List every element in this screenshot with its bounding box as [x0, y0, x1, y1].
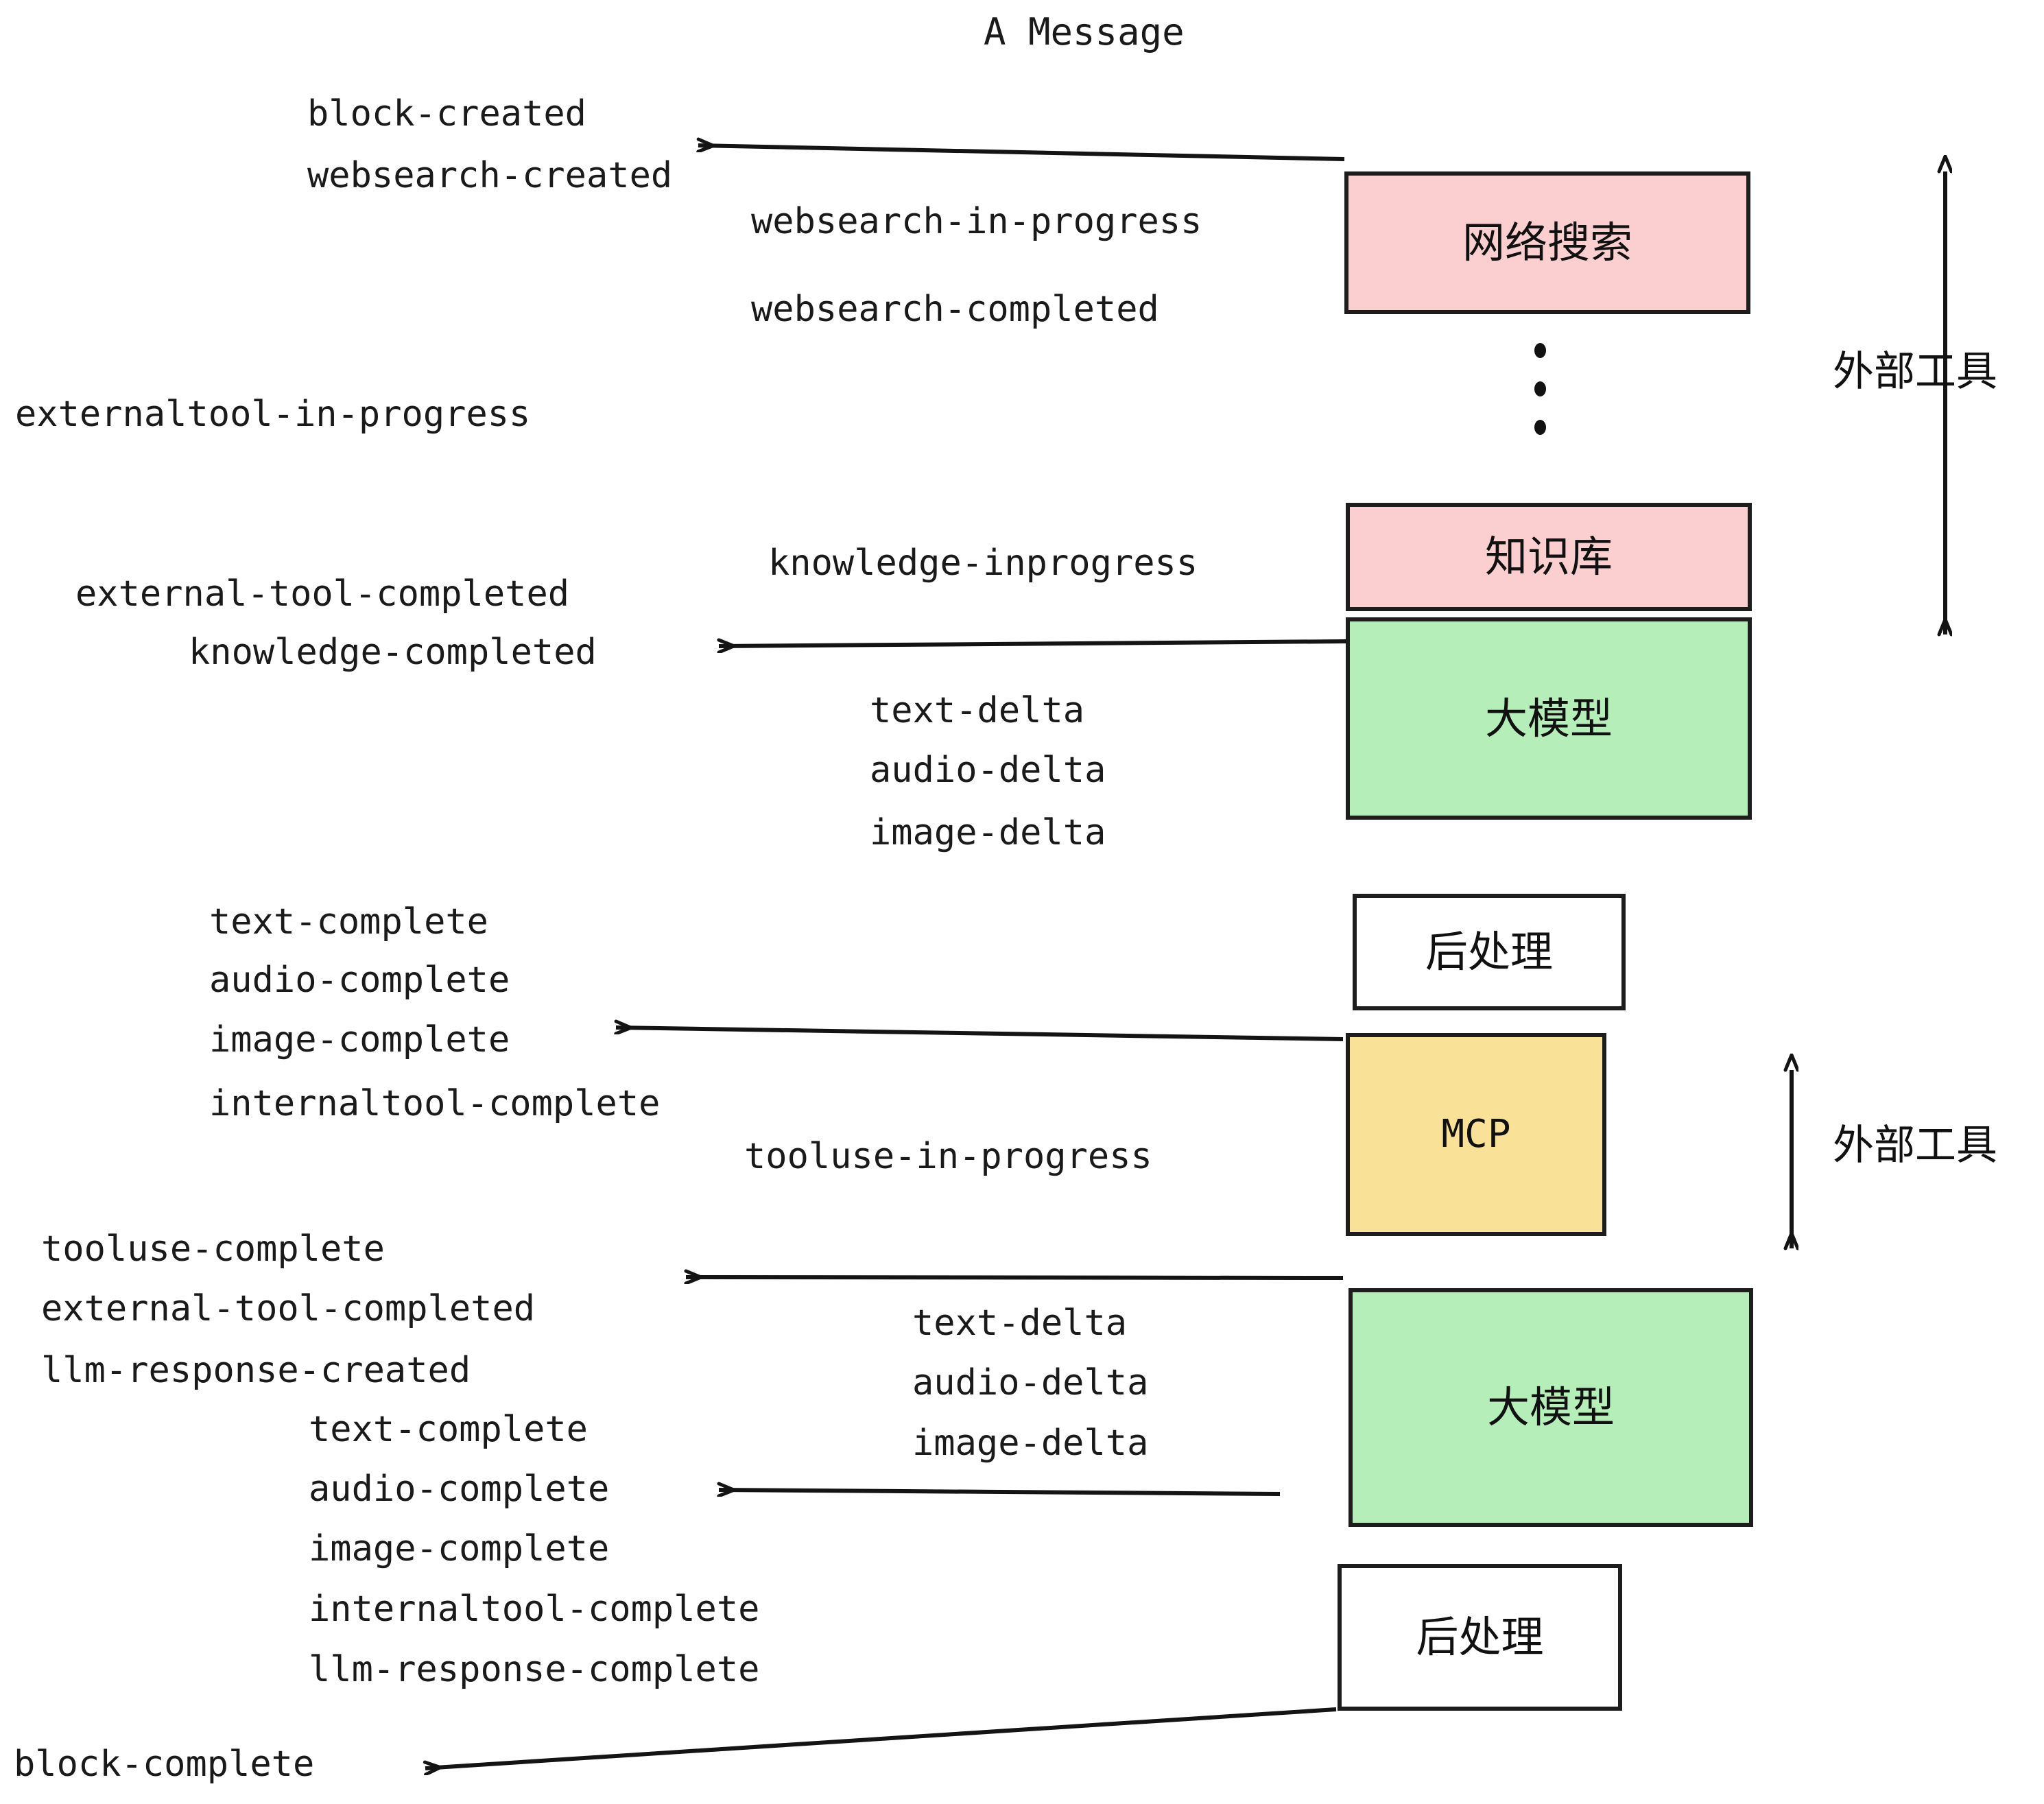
event-llm-response-created: llm-response-created — [41, 1350, 471, 1391]
event-text-complete-2: text-complete — [309, 1409, 588, 1450]
node-postprocess-top-label: 后处理 — [1425, 927, 1553, 977]
event-externaltool-in-progress: externaltool-in-progress — [15, 394, 531, 435]
label-external-tools-top: 外部工具 — [1833, 348, 1997, 396]
node-postprocess-top[interactable]: 后处理 — [1353, 894, 1626, 1010]
event-audio-complete-2: audio-complete — [309, 1469, 610, 1510]
ellipsis-dots — [1534, 343, 1546, 435]
event-knowledge-inprogress: knowledge-inprogress — [768, 543, 1198, 584]
node-websearch[interactable]: 网络搜索 — [1344, 171, 1750, 314]
event-internaltool-complete-2: internaltool-complete — [309, 1589, 760, 1630]
arrow-mcp-to-tooluse-complete — [686, 1277, 1344, 1278]
event-text-delta-2: text-delta — [912, 1303, 1128, 1344]
event-block-created: block-created — [307, 93, 586, 134]
node-llm-top[interactable]: 大模型 — [1346, 617, 1752, 820]
event-image-delta-2: image-delta — [912, 1423, 1149, 1464]
node-postprocess-bottom-label: 后处理 — [1416, 1612, 1544, 1662]
event-block-complete: block-complete — [14, 1744, 315, 1785]
event-llm-response-complete: llm-response-complete — [309, 1649, 760, 1690]
node-knowledge-label: 知识库 — [1484, 532, 1613, 582]
event-external-tool-completed-1: external-tool-completed — [75, 573, 570, 615]
event-image-delta-1: image-delta — [870, 812, 1106, 853]
event-knowledge-completed: knowledge-completed — [189, 632, 597, 673]
event-text-delta-1: text-delta — [870, 690, 1085, 731]
node-postprocess-bottom[interactable]: 后处理 — [1338, 1564, 1622, 1711]
arrow-knowledge-to-completed — [719, 641, 1347, 646]
event-image-complete-2: image-complete — [309, 1528, 610, 1569]
page-title: A Message — [984, 10, 1185, 54]
label-external-tools-bottom: 外部工具 — [1833, 1121, 1997, 1170]
event-image-complete-1: image-complete — [209, 1019, 510, 1060]
arrow-websearch-to-block — [698, 145, 1345, 161]
event-websearch-completed: websearch-completed — [751, 289, 1159, 330]
node-mcp-label: MCP — [1441, 1112, 1511, 1156]
arrow-postprocess-to-image-complete — [616, 1028, 1344, 1041]
node-mcp[interactable]: MCP — [1346, 1033, 1606, 1236]
arrow-llm-to-audio-complete — [719, 1490, 1281, 1494]
event-tooluse-complete: tooluse-complete — [41, 1229, 385, 1270]
event-text-complete-1: text-complete — [209, 901, 488, 942]
arrow-postprocess-to-block-complete — [425, 1707, 1337, 1768]
node-llm-top-label: 大模型 — [1484, 693, 1613, 744]
event-websearch-in-progress: websearch-in-progress — [751, 201, 1202, 242]
event-internaltool-complete-1: internaltool-complete — [209, 1083, 661, 1124]
event-audio-delta-1: audio-delta — [870, 750, 1106, 791]
node-knowledge[interactable]: 知识库 — [1346, 503, 1752, 611]
node-websearch-label: 网络搜索 — [1462, 217, 1632, 268]
node-llm-bottom-label: 大模型 — [1486, 1382, 1615, 1432]
event-external-tool-completed-2: external-tool-completed — [41, 1288, 536, 1329]
event-audio-delta-2: audio-delta — [912, 1362, 1149, 1403]
event-websearch-created: websearch-created — [307, 155, 673, 196]
node-llm-bottom[interactable]: 大模型 — [1348, 1288, 1753, 1527]
event-tooluse-in-progress: tooluse-in-progress — [744, 1136, 1152, 1177]
event-audio-complete-1: audio-complete — [209, 960, 510, 1001]
